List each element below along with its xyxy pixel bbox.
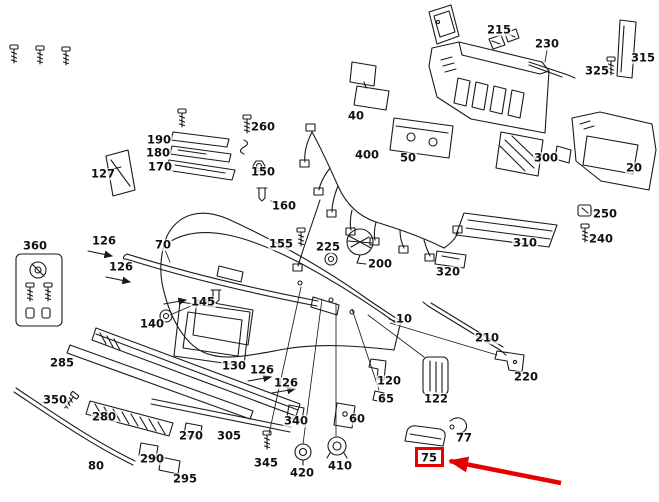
part-label-170[interactable]: 170 (146, 159, 174, 174)
part-label-65[interactable]: 65 (376, 391, 396, 406)
part-label-315[interactable]: 315 (629, 50, 657, 65)
bracket-50 (389, 117, 454, 159)
part-label-155[interactable]: 155 (267, 236, 295, 251)
part-label-300[interactable]: 300 (532, 150, 560, 165)
part-label-295[interactable]: 295 (171, 471, 199, 486)
rod-230 (528, 49, 576, 79)
part-label-130[interactable]: 130 (220, 358, 248, 373)
part-label-350[interactable]: 350 (41, 392, 69, 407)
part-label-150[interactable]: 150 (249, 164, 277, 179)
part-label-126[interactable]: 126 (107, 259, 135, 274)
part-label-126[interactable]: 126 (272, 375, 300, 390)
part-label-145[interactable]: 145 (189, 294, 217, 309)
sensor-420 (294, 443, 312, 466)
part-label-220[interactable]: 220 (512, 369, 540, 384)
wiring-harness-400 (292, 123, 463, 272)
strip-315 (616, 19, 637, 79)
part-label-345[interactable]: 345 (252, 455, 280, 470)
part-label-340[interactable]: 340 (282, 413, 310, 428)
underbody-panel-310 (455, 212, 558, 248)
install-direction-arrows (87, 250, 297, 395)
part-label-410[interactable]: 410 (326, 458, 354, 473)
part-label-80[interactable]: 80 (86, 458, 106, 473)
part-label-126[interactable]: 126 (90, 233, 118, 248)
horn-200 (346, 228, 374, 265)
part-label-77[interactable]: 77 (454, 430, 474, 445)
part-label-50[interactable]: 50 (398, 150, 418, 165)
bumper-cover-10 (160, 212, 402, 358)
part-label-140[interactable]: 140 (138, 316, 166, 331)
part-label-180[interactable]: 180 (144, 145, 172, 160)
part-label-305[interactable]: 305 (215, 428, 243, 443)
part-label-127[interactable]: 127 (89, 166, 117, 181)
part-label-70[interactable]: 70 (153, 237, 173, 252)
part-label-60[interactable]: 60 (347, 411, 367, 426)
bracket-320 (434, 250, 467, 269)
radiator-support-panel (428, 4, 550, 134)
part-label-400[interactable]: 400 (353, 147, 381, 162)
tow-hook-cover-75 (404, 425, 446, 447)
hardware-kit-360 (15, 253, 63, 327)
part-label-280[interactable]: 280 (90, 409, 118, 424)
part-label-285[interactable]: 285 (48, 355, 76, 370)
part-label-290[interactable]: 290 (138, 451, 166, 466)
part-label-360[interactable]: 360 (21, 238, 49, 253)
part-label-160[interactable]: 160 (270, 198, 298, 213)
part-label-320[interactable]: 320 (434, 264, 462, 279)
part-label-75[interactable]: 75 (419, 450, 439, 465)
bracket-220 (494, 350, 525, 373)
part-label-310[interactable]: 310 (511, 235, 539, 250)
sensor-housing-410 (326, 436, 348, 459)
part-label-126[interactable]: 126 (248, 362, 276, 377)
part-label-40[interactable]: 40 (346, 108, 366, 123)
part-label-230[interactable]: 230 (533, 36, 561, 51)
bolt-260-nut-150 (239, 114, 266, 172)
part-label-210[interactable]: 210 (473, 330, 501, 345)
part-label-215[interactable]: 215 (485, 22, 513, 37)
impact-absorber-40 (349, 61, 390, 111)
highlight-box (415, 447, 444, 467)
part-label-122[interactable]: 122 (422, 391, 450, 406)
part-label-20[interactable]: 20 (624, 160, 644, 175)
part-label-225[interactable]: 225 (314, 239, 342, 254)
part-label-420[interactable]: 420 (288, 465, 316, 480)
part-label-120[interactable]: 120 (375, 373, 403, 388)
part-label-270[interactable]: 270 (177, 428, 205, 443)
part-label-325[interactable]: 325 (583, 63, 611, 78)
bracket-60 (333, 402, 356, 429)
part-label-240[interactable]: 240 (587, 231, 615, 246)
part-label-190[interactable]: 190 (145, 132, 173, 147)
part-label-260[interactable]: 260 (249, 119, 277, 134)
part-label-10[interactable]: 10 (394, 311, 414, 326)
plates-215 (488, 28, 520, 50)
vent-grille-122 (422, 356, 449, 396)
part-label-250[interactable]: 250 (591, 206, 619, 221)
part-label-200[interactable]: 200 (366, 256, 394, 271)
seal-strip-70 (122, 249, 319, 307)
